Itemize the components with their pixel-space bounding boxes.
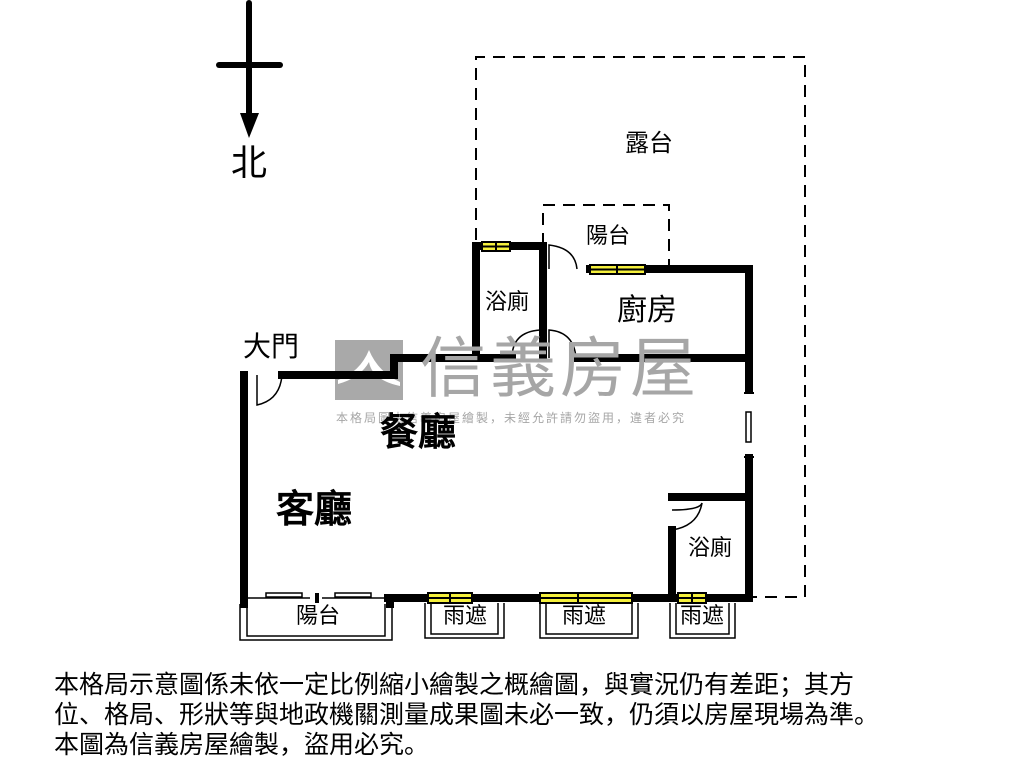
- north-arrow-icon: [216, 0, 283, 138]
- windows: [427, 241, 707, 604]
- compass-label: 北: [231, 143, 268, 184]
- balcony-rail: [239, 592, 736, 641]
- disclaimer-line-2: 位、格局、形狀等與地政機關測量成果圖未必一致，仍須以房屋現場為準。: [54, 700, 880, 729]
- label-awning-3: 雨遮: [680, 604, 725, 629]
- label-main-door: 大門: [243, 330, 300, 363]
- label-terrace: 露台: [625, 129, 673, 157]
- label-balcony-top: 陽台: [586, 224, 631, 249]
- label-bathroom-top: 浴廁: [485, 290, 530, 315]
- label-kitchen: 廚房: [617, 293, 677, 328]
- label-dining: 餐廳: [380, 410, 457, 454]
- terrace-outline: [475, 56, 806, 598]
- watermark-brand: 信義房屋: [420, 330, 700, 407]
- label-balcony-bottom: 陽台: [296, 604, 341, 629]
- label-awning-1: 雨遮: [443, 604, 488, 629]
- side-window: [745, 411, 752, 443]
- doors: [256, 244, 703, 531]
- disclaimer-line-3: 本圖為信義房屋繪製，盜用必究。: [54, 730, 430, 759]
- label-bathroom-right: 浴廁: [688, 536, 733, 561]
- label-awning-2: 雨遮: [562, 604, 607, 629]
- label-living: 客廳: [276, 487, 353, 531]
- watermark-notice: 本格局圖由信義房屋繪製，未經允許請勿盜用，違者必究: [336, 411, 687, 425]
- disclaimer-line-1: 本格局示意圖係未依一定比例縮小繪製之概繪圖，與實況仍有差距；其方: [54, 670, 855, 699]
- disclaimer: 本格局示意圖係未依一定比例縮小繪製之概繪圖，與實況仍有差距；其方 位、格局、形狀…: [54, 670, 974, 760]
